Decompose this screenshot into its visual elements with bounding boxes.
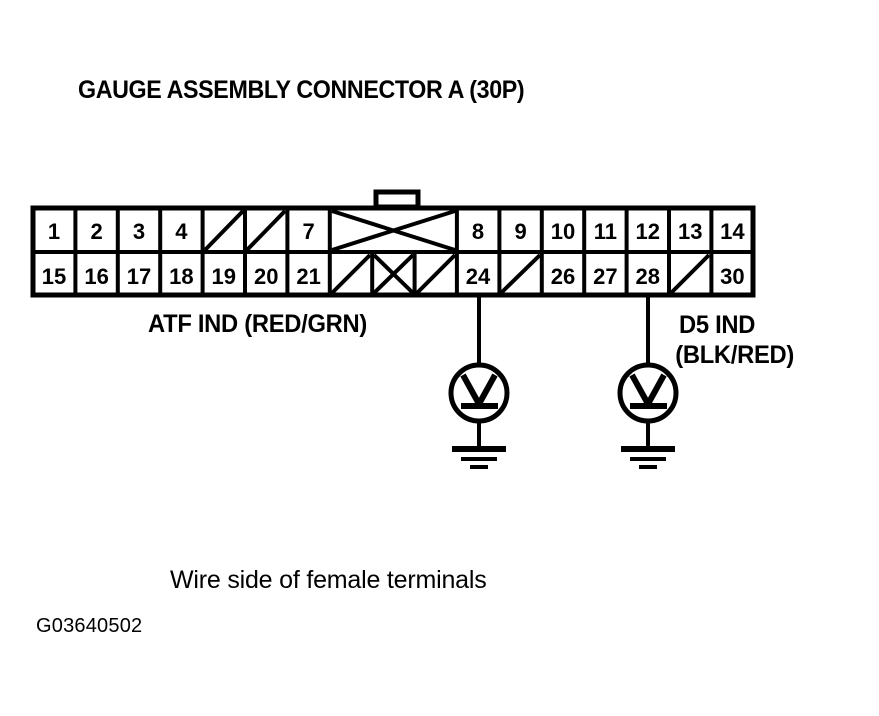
pin-label: 15 (42, 264, 66, 289)
pin-label: 13 (678, 219, 702, 244)
pin-label: 4 (175, 219, 188, 244)
voltmeter-v-stroke-left (460, 373, 482, 406)
top-row-pin-numbers: 1 2 3 4 7 8 9 10 11 12 13 14 (48, 219, 746, 244)
top-row-separators (73, 208, 714, 252)
pin-label: 12 (636, 219, 660, 244)
pin-label: 9 (514, 219, 526, 244)
pin-label: 11 (594, 219, 617, 244)
pin-label: 16 (84, 264, 108, 289)
pin-label: 27 (593, 264, 617, 289)
voltmeter-v-stroke-right (645, 373, 667, 406)
connector-locking-tab (373, 189, 421, 210)
pin-label: 17 (127, 264, 151, 289)
pin-label: 10 (551, 219, 575, 244)
pin-label: 21 (296, 264, 320, 289)
bottom-row-pin-numbers: 15 16 17 18 19 20 21 24 26 27 28 30 (42, 264, 745, 289)
measurement-atf-ind (448, 295, 510, 469)
pin-label: 18 (169, 264, 193, 289)
pin-label: 14 (720, 219, 745, 244)
voltmeter-circle (617, 362, 679, 424)
pin-label: 1 (48, 219, 60, 244)
wire-label-d5-line1: D5 IND (679, 311, 756, 339)
wire-label-d5-line2: (BLK/RED) (675, 341, 795, 369)
pin-label: 28 (636, 264, 660, 289)
wire-label-d5-ind: D5 IND (BLK/RED) (675, 310, 794, 370)
pin-label: 26 (551, 264, 575, 289)
pin-label: 19 (212, 264, 236, 289)
pin-label: 20 (254, 264, 278, 289)
pin-label: 30 (720, 264, 744, 289)
top-row-blank-markers (203, 209, 456, 252)
measurement-d5-ind (617, 295, 679, 469)
figure-id: G03640502 (36, 615, 143, 637)
voltmeter-v-stroke-left (629, 373, 651, 406)
pin-label: 2 (90, 219, 102, 244)
voltmeter-circle (448, 362, 510, 424)
pin-label: 24 (466, 264, 491, 289)
voltmeter-v-stroke-right (476, 373, 498, 406)
bottom-row-blank-markers (330, 253, 711, 295)
pin-label: 7 (302, 219, 314, 244)
pin-label: 3 (133, 219, 145, 244)
wire-label-atf-ind: ATF IND (RED/GRN) (148, 310, 368, 338)
view-caption: Wire side of female terminals (170, 566, 487, 594)
pin-label: 8 (472, 219, 484, 244)
bottom-row-separators (73, 252, 714, 295)
page-title: GAUGE ASSEMBLY CONNECTOR A (30P) (78, 76, 525, 104)
